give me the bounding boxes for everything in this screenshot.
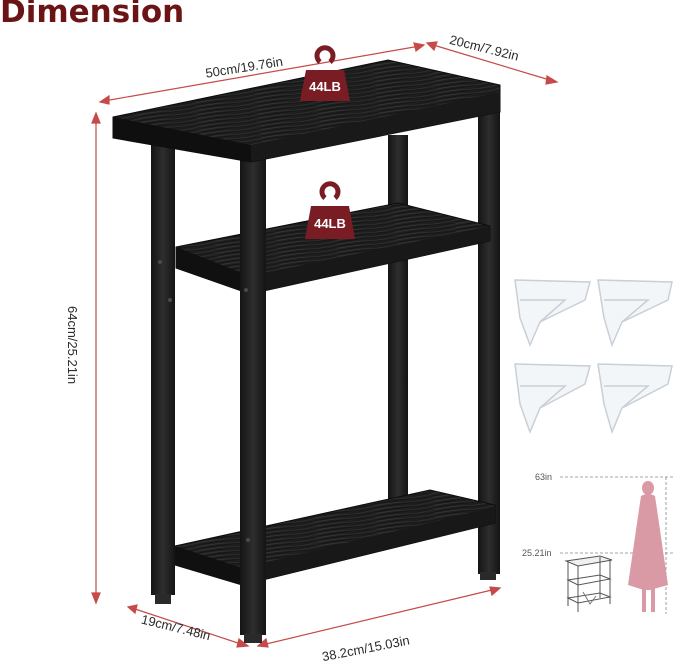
height-comparison: 63in 25.21in <box>522 472 673 614</box>
svg-text:44LB: 44LB <box>309 79 341 94</box>
dimension-lines <box>91 41 559 648</box>
person-silhouette-icon <box>628 481 668 612</box>
table-height-label: 25.21in <box>522 548 552 558</box>
height-label: 64cm/25.21in <box>65 306 80 384</box>
foot-pad-icon <box>597 363 673 435</box>
back-left-leg <box>388 135 408 500</box>
foot-pad-icon <box>480 572 496 580</box>
svg-text:44LB: 44LB <box>314 216 346 231</box>
front-left-leg <box>151 140 175 595</box>
depth-bottom-label: 19cm/7.48in <box>140 612 212 644</box>
width-bottom-label: 38.2cm/15.03in <box>321 633 411 664</box>
page-title: Dimension <box>0 0 185 30</box>
weight-icon <box>300 70 350 101</box>
depth-top-label: 20cm/7.92in <box>448 32 520 64</box>
foot-pad-icon <box>514 363 591 435</box>
foot-pads-inset <box>514 279 673 435</box>
foot-pad-icon <box>597 279 673 348</box>
person-height-label: 63in <box>535 472 552 482</box>
mini-table-icon <box>564 555 613 612</box>
weight-icon <box>305 206 355 239</box>
foot-pad-icon <box>244 634 262 643</box>
foot-pad-icon <box>155 594 171 604</box>
side-table <box>112 59 501 643</box>
load-badge-middle: 44LB <box>305 181 355 239</box>
load-badge-top: 44LB <box>300 45 350 101</box>
front-right-leg <box>240 150 266 635</box>
foot-pad-icon <box>514 279 591 348</box>
